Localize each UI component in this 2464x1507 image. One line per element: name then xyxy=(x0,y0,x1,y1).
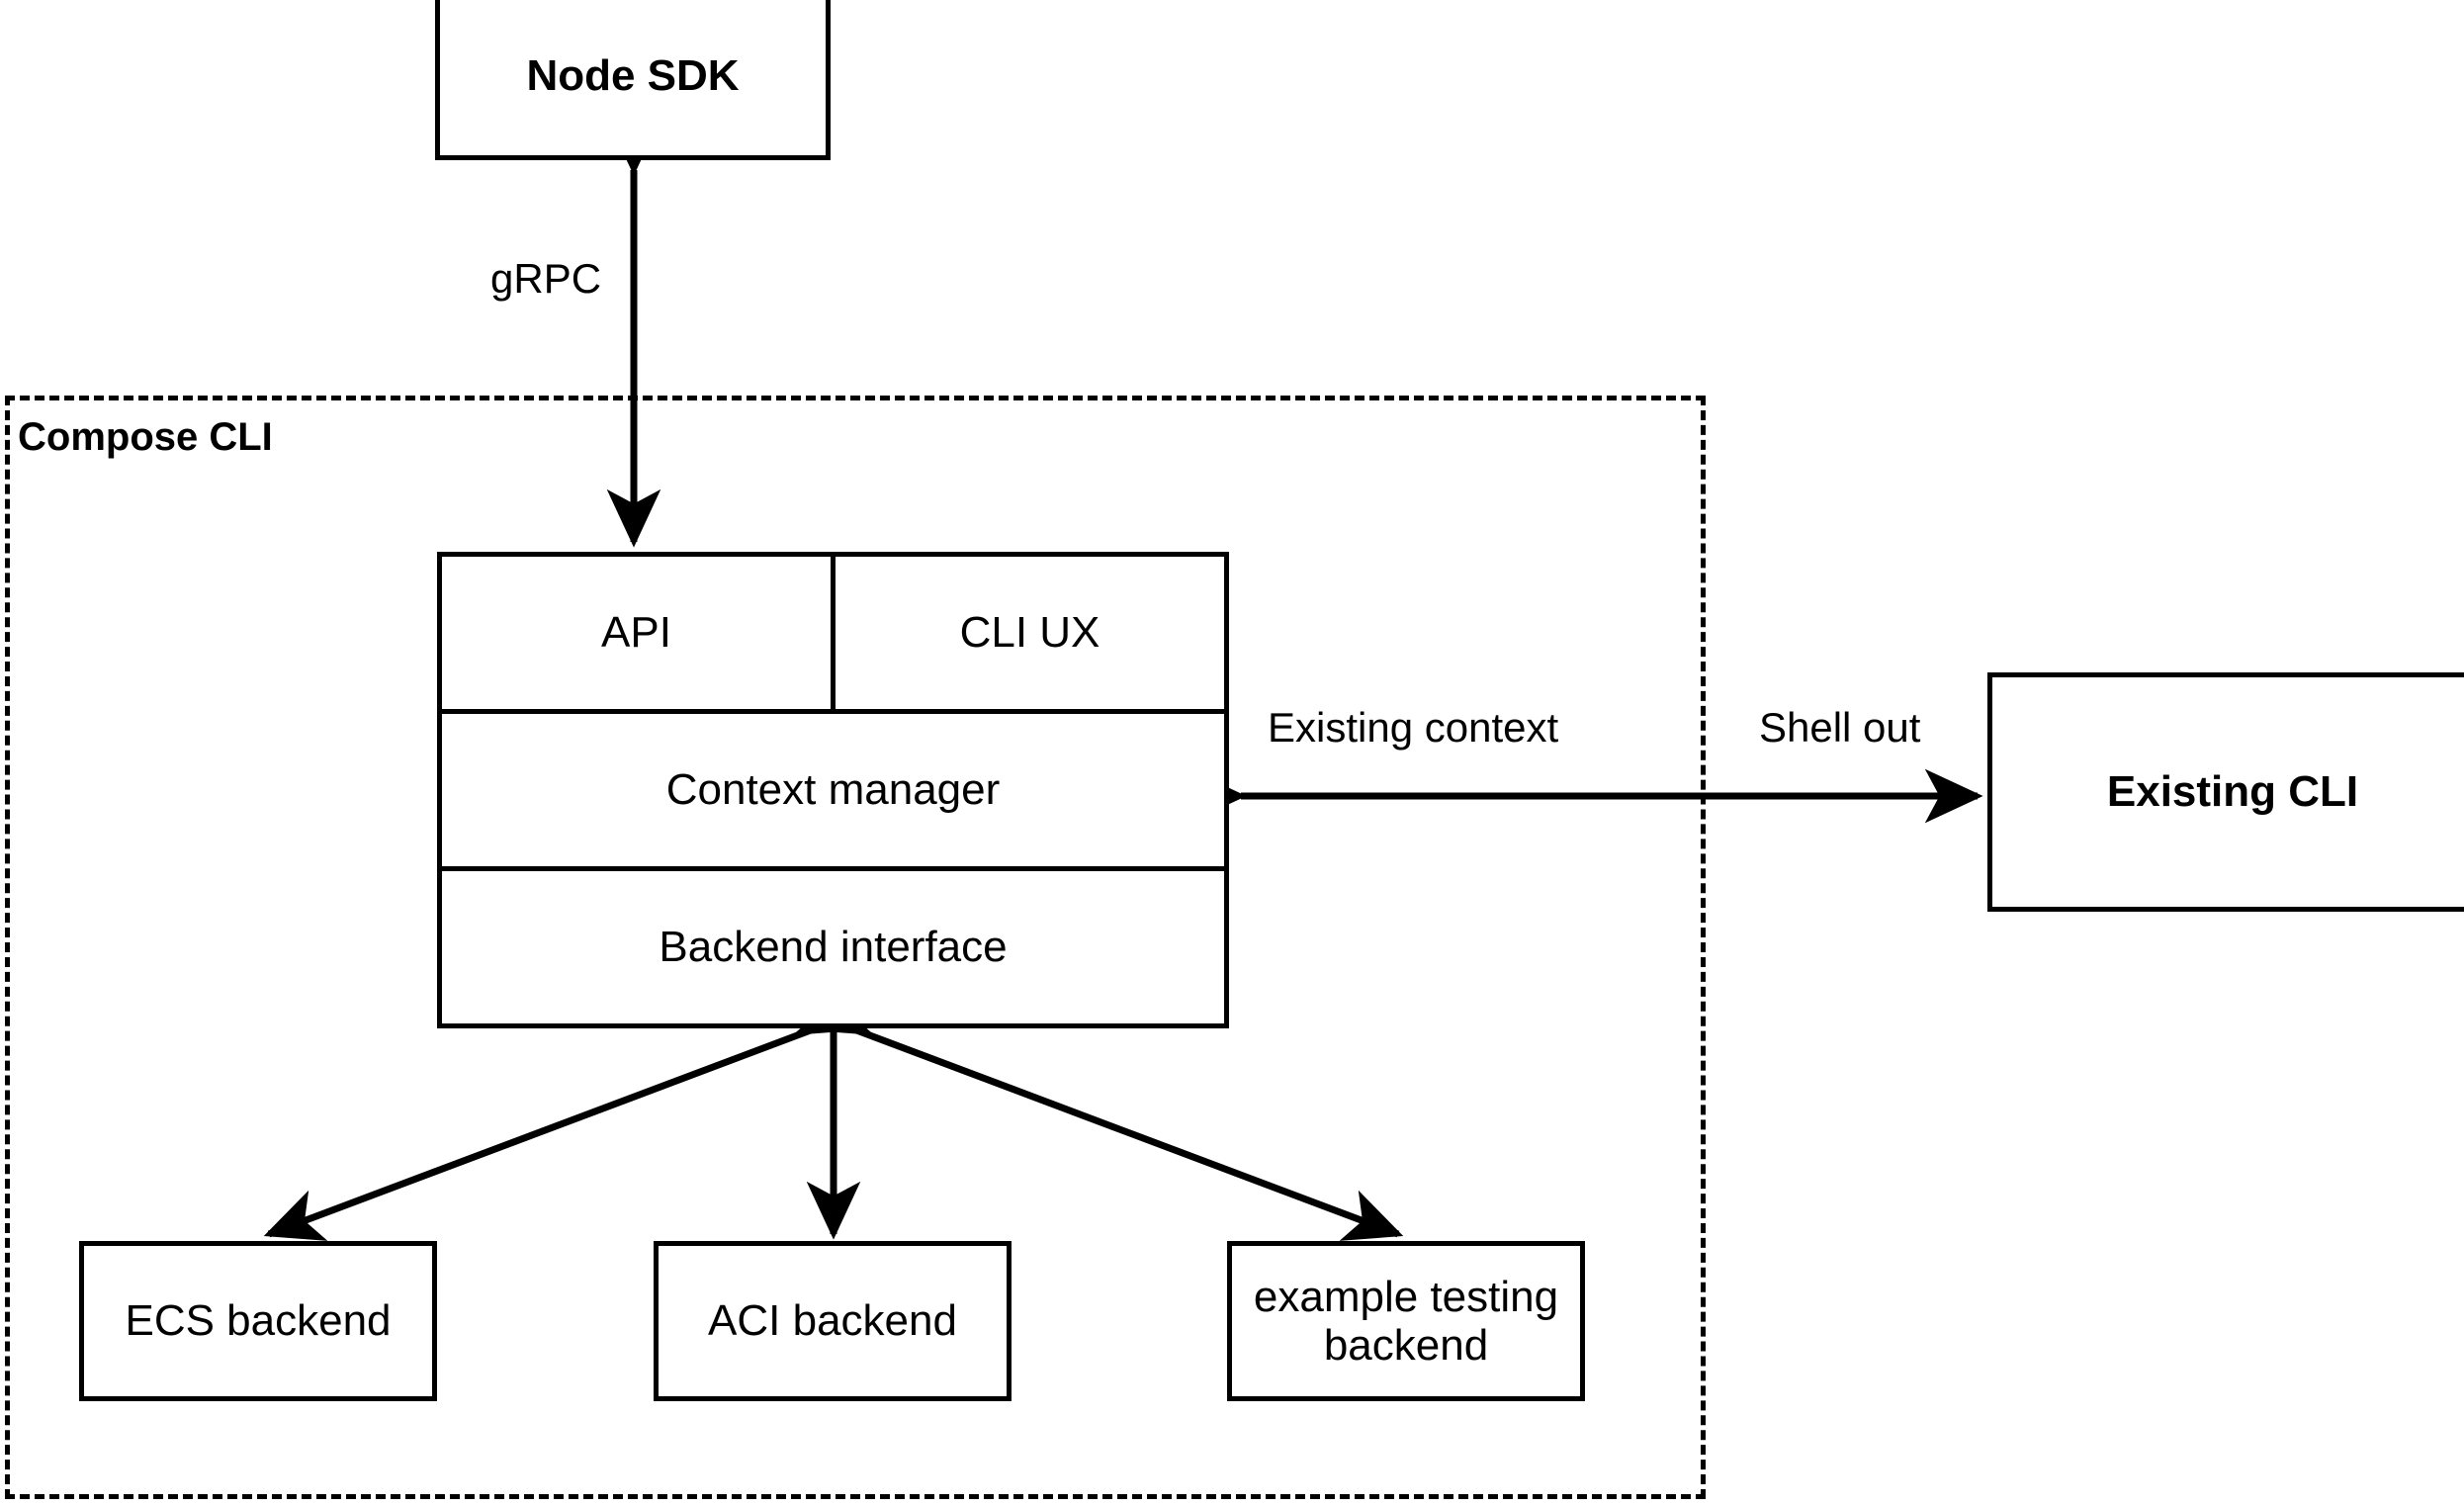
node-example-testing-backend[interactable]: example testing backend xyxy=(1227,1241,1585,1401)
node-example-testing-backend-label: example testing backend xyxy=(1253,1272,1559,1370)
node-cli-ux-label: CLI UX xyxy=(959,608,1100,657)
node-node-sdk-label: Node SDK xyxy=(526,51,740,101)
node-backend-interface-label: Backend interface xyxy=(659,923,1008,971)
compose-cli-core-stack: API CLI UX Context manager Backend inter… xyxy=(437,552,1229,1028)
node-existing-cli-label: Existing CLI xyxy=(2106,767,2359,817)
stack-row-context-manager: Context manager xyxy=(442,714,1224,871)
node-api-label: API xyxy=(601,608,671,657)
stack-row-backend-interface: Backend interface xyxy=(442,871,1224,1023)
node-backend-interface[interactable]: Backend interface xyxy=(442,871,1224,1023)
node-context-manager-label: Context manager xyxy=(665,765,1001,814)
node-aci-backend-label: ACI backend xyxy=(708,1296,957,1346)
edge-label-shell-out: Shell out xyxy=(1755,704,1925,752)
node-aci-backend[interactable]: ACI backend xyxy=(654,1241,1012,1401)
stack-row-api-cliux: API CLI UX xyxy=(442,557,1224,714)
edge-label-existing-context: Existing context xyxy=(1264,704,1563,752)
node-cli-ux[interactable]: CLI UX xyxy=(836,557,1224,709)
edge-label-grpc: gRPC xyxy=(486,255,606,303)
node-node-sdk[interactable]: Node SDK xyxy=(435,0,831,160)
node-context-manager[interactable]: Context manager xyxy=(442,714,1224,866)
node-api[interactable]: API xyxy=(442,557,836,709)
node-existing-cli[interactable]: Existing CLI xyxy=(1987,672,2464,912)
node-ecs-backend-label: ECS backend xyxy=(125,1296,392,1346)
node-ecs-backend[interactable]: ECS backend xyxy=(79,1241,437,1401)
compose-cli-boundary-label: Compose CLI xyxy=(18,415,273,460)
compose-cli-boundary xyxy=(5,396,1706,1499)
